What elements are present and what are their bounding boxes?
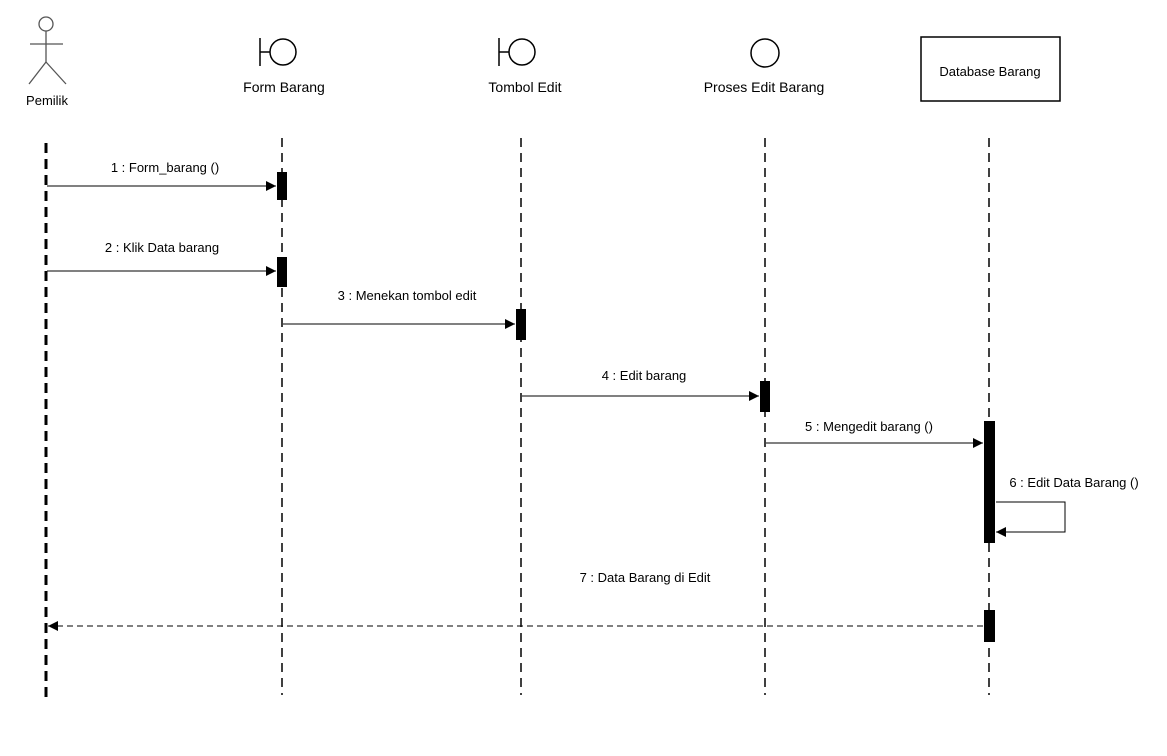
participant-box — [920, 36, 1061, 102]
lifelines — [44, 138, 990, 697]
activation-bar — [984, 421, 995, 543]
participant-label: Tombol Edit — [488, 79, 561, 95]
activations — [277, 172, 995, 642]
participant-form-barang: Form Barang — [243, 38, 325, 95]
message-6: 6 : Edit Data Barang () — [996, 475, 1139, 537]
participant-database-barang: Database Barang — [920, 36, 1061, 102]
activation-bar — [760, 381, 770, 412]
message-label: 7 : Data Barang di Edit — [580, 570, 711, 585]
participant-label: Database Barang — [939, 64, 1040, 79]
activation-bar — [277, 172, 287, 200]
control-icon — [750, 38, 780, 68]
activation-bar — [277, 257, 287, 287]
message-label: 3 : Menekan tombol edit — [338, 288, 477, 303]
message-4: 4 : Edit barang — [522, 368, 759, 401]
boundary-icon — [498, 38, 536, 66]
message-2: 2 : Klik Data barang — [47, 240, 276, 276]
message-label: 2 : Klik Data barang — [105, 240, 219, 255]
participant-pemilik: Pemilik — [26, 16, 68, 108]
activation-bar — [516, 309, 526, 340]
message-5: 5 : Mengedit barang () — [766, 419, 983, 448]
participant-label: Proses Edit Barang — [704, 79, 825, 95]
activation-bar — [984, 610, 995, 642]
message-label: 6 : Edit Data Barang () — [1009, 475, 1138, 490]
message-label: 5 : Mengedit barang () — [805, 419, 933, 434]
self-message-arrow — [996, 501, 1066, 537]
message-7: 7 : Data Barang di Edit — [48, 570, 983, 631]
message-label: 4 : Edit barang — [602, 368, 687, 383]
boundary-icon — [259, 38, 297, 66]
participant-tombol-edit: Tombol Edit — [488, 38, 562, 95]
message-3: 3 : Menekan tombol edit — [283, 288, 515, 329]
actor-icon — [28, 16, 67, 85]
participant-label: Form Barang — [243, 79, 325, 95]
message-1: 1 : Form_barang () — [47, 160, 276, 191]
participant-label: Pemilik — [26, 93, 68, 108]
participant-proses-edit-barang: Proses Edit Barang — [704, 38, 825, 95]
message-label: 1 : Form_barang () — [111, 160, 219, 175]
